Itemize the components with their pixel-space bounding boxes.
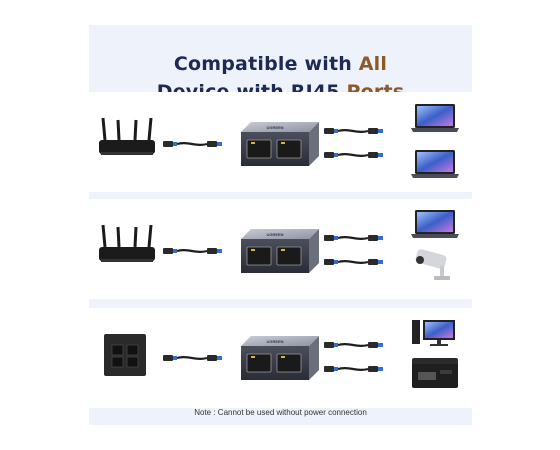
laptop-icon: [411, 150, 459, 178]
laptop-icon: [411, 104, 459, 132]
splitter-device: [240, 228, 320, 274]
wall-socket-icon: [104, 334, 146, 376]
ethernet-cable-in: [161, 353, 224, 363]
ethernet-cable-out: [322, 126, 385, 160]
desktop-computer-icon: [412, 320, 455, 346]
ethernet-cable-in: [161, 139, 224, 149]
printer-icon: [412, 358, 458, 388]
splitter-device: [240, 335, 320, 381]
power-note: Note : Cannot be used without power conn…: [194, 408, 367, 417]
headline-text: Compatible with: [173, 53, 359, 75]
router-icon: [97, 223, 157, 264]
headline-line-1: Compatible with All: [89, 53, 472, 75]
router-icon: [97, 116, 157, 157]
ethernet-cable-out: [322, 233, 385, 267]
security-camera-icon: [415, 249, 450, 280]
splitter-device: [240, 121, 320, 167]
headline-accent: All: [358, 53, 388, 75]
laptop-icon: [411, 210, 459, 238]
ethernet-cable-in: [161, 246, 224, 256]
ethernet-cable-out: [322, 340, 385, 374]
